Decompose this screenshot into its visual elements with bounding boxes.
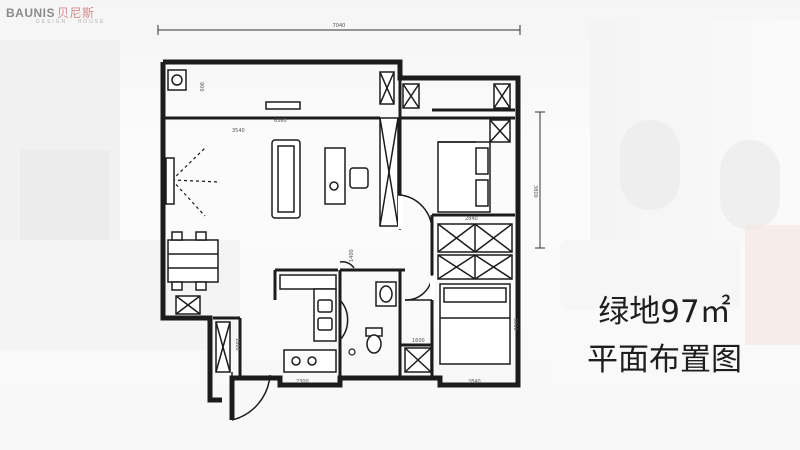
brand-name: BAUNIS [6,6,56,20]
dim-bedroom-width: 2840 [465,216,478,222]
dim-living-length: 3540 [232,128,245,134]
dim-bottom-right-width: 2840 [468,379,481,385]
tv-projection [171,147,221,217]
dim-corridor: 1400 [349,249,355,262]
dining-table [167,231,219,291]
dim-kitchen-width: 2300 [296,379,309,385]
dim-upper-left: 900 [198,82,204,92]
desk [324,147,369,205]
plan-title-line2: 平面布置图 [587,342,742,378]
dim-bath-width: 1600 [412,338,425,344]
dim-living-width: 6360 [274,118,287,124]
ceiling-light-strip [265,101,301,110]
washer [167,69,187,91]
master-bed [437,141,491,213]
plan-title-line1: 绿地97㎡ [598,294,731,330]
door-gaps [398,196,435,299]
plan-title: 绿地97㎡ 平面布置图 [587,292,742,382]
brand-name-cn: 贝尼斯 [57,6,95,20]
dim-lower-left: 1800 [234,338,240,351]
kitchen-counter [279,274,337,373]
bathroom-sink [375,281,397,307]
columns [175,71,511,373]
dim-overall-width: 7040 [333,23,346,29]
toilet [365,327,383,354]
wardrobes [404,223,513,373]
sofa [271,139,301,219]
bedroom-dimension-line [535,111,545,249]
dim-lower-room-height: 3300 [512,318,518,331]
dim-bedroom-height: 3800 [532,185,538,198]
tv-cabinet [165,157,175,205]
brand-tagline: DESIGN · HOUSE [36,19,106,25]
second-bed [439,283,511,365]
interior-walls [165,78,515,378]
overall-dimension-line [157,25,521,35]
floor-drain [348,348,356,356]
